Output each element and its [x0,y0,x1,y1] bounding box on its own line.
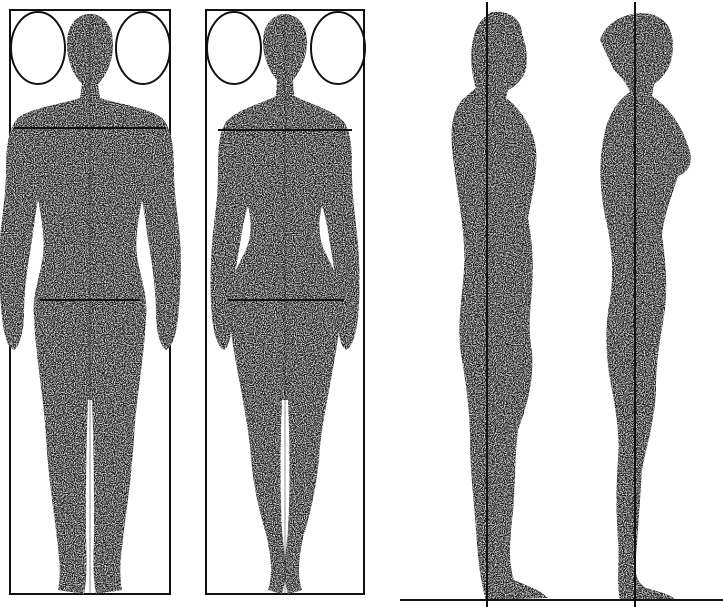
male-side-silhouette [452,12,549,600]
side-male-panel [452,2,549,607]
right-oval [311,12,365,84]
front-female-panel [206,10,365,594]
right-oval [116,12,170,84]
left-oval [11,12,65,84]
side-female-panel [600,2,691,607]
left-oval [207,12,261,84]
front-male-panel [0,10,181,594]
female-side-silhouette [600,13,691,600]
